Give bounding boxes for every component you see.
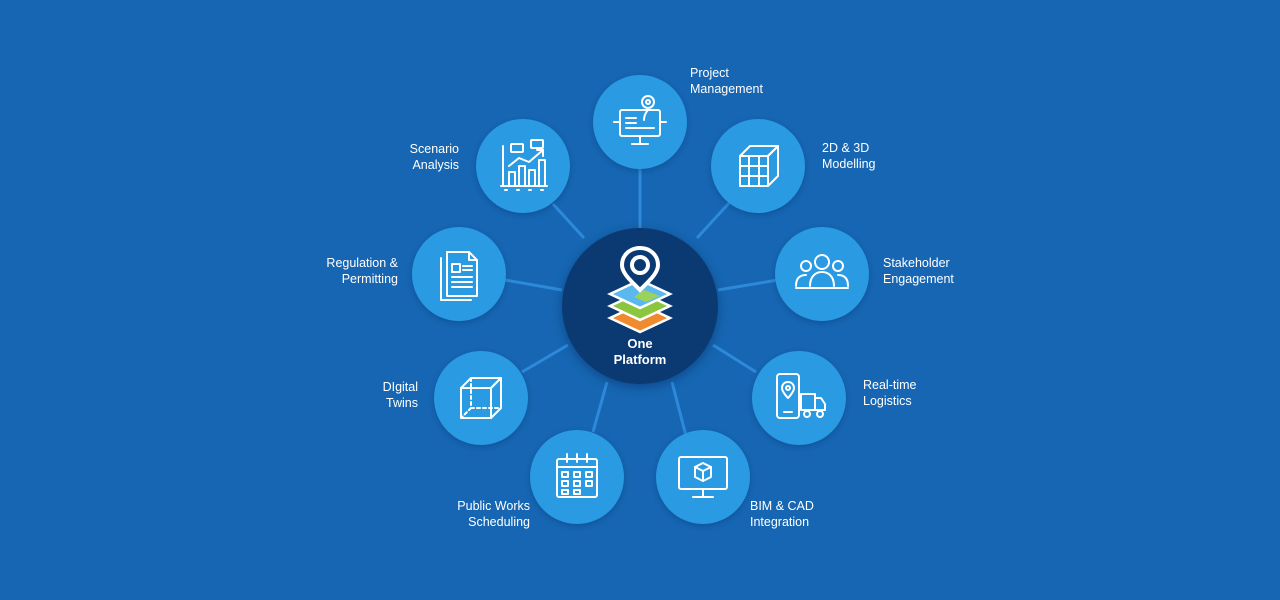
center-title-line2: Platform [613, 352, 667, 367]
label-regulation: Regulation & Permitting [268, 255, 398, 287]
monitor-cube-icon [678, 456, 728, 498]
label-line2: Permitting [341, 272, 398, 286]
label-line1: Public Works [457, 499, 530, 513]
node-scenario-analysis [476, 119, 570, 213]
bar-chart-icon [500, 139, 548, 191]
connector-bim [670, 381, 688, 437]
node-digital-twins [434, 351, 528, 445]
grid-cube-icon [739, 145, 779, 187]
node-modelling [711, 119, 805, 213]
label-scenario-analysis: Scenario Analysis [329, 141, 459, 173]
label-line1: Project [690, 66, 729, 80]
label-line1: Real-time [863, 378, 917, 392]
connector-stakeholder [717, 278, 779, 292]
label-bim-cad: BIM & CAD Integration [750, 498, 880, 530]
layered-map-pin-icon [607, 245, 673, 334]
calendar-icon [556, 453, 598, 498]
monitor-location-icon [613, 95, 667, 145]
label-line1: Regulation & [326, 256, 398, 270]
connector-modelling [695, 200, 732, 240]
connector-logistics [712, 343, 757, 374]
label-project-management: Project Management [690, 65, 820, 97]
label-line1: 2D & 3D [822, 141, 870, 155]
label-line1: BIM & CAD [750, 499, 814, 513]
center-hub: One Platform [562, 228, 718, 384]
label-line2: Logistics [863, 394, 912, 408]
label-modelling: 2D & 3D Modelling [822, 140, 952, 172]
label-line2: Twins [386, 396, 418, 410]
label-line2: Integration [750, 515, 810, 529]
label-logistics: Real-time Logistics [863, 377, 993, 409]
node-project-management [593, 75, 687, 169]
label-line1: Stakeholder [883, 256, 950, 270]
center-title: One Platform [562, 336, 718, 368]
label-line2: Analysis [412, 158, 459, 172]
node-stakeholder-engagement [775, 227, 869, 321]
label-line2: Engagement [883, 272, 954, 286]
label-line2: Management [690, 82, 763, 96]
center-title-line1: One [627, 336, 653, 351]
label-line2: Scheduling [468, 515, 530, 529]
connector-scenario [551, 202, 586, 240]
label-line1: DIgital [382, 380, 418, 394]
label-stakeholder-engagement: Stakeholder Engagement [883, 255, 1013, 287]
connector-scheduling [591, 381, 609, 433]
label-line1: Scenario [409, 142, 459, 156]
node-regulation [412, 227, 506, 321]
phone-truck-icon [776, 373, 826, 419]
node-bim-cad [656, 430, 750, 524]
connector-regulation [504, 278, 563, 292]
label-digital-twins: DIgital Twins [288, 379, 418, 411]
label-line2: Modelling [822, 157, 876, 171]
wireframe-box-icon [460, 377, 502, 419]
connector-twins [521, 343, 569, 374]
documents-icon [440, 251, 478, 301]
node-logistics [752, 351, 846, 445]
label-scheduling: Public Works Scheduling [400, 498, 530, 530]
people-group-icon [795, 254, 849, 289]
node-scheduling [530, 430, 624, 524]
